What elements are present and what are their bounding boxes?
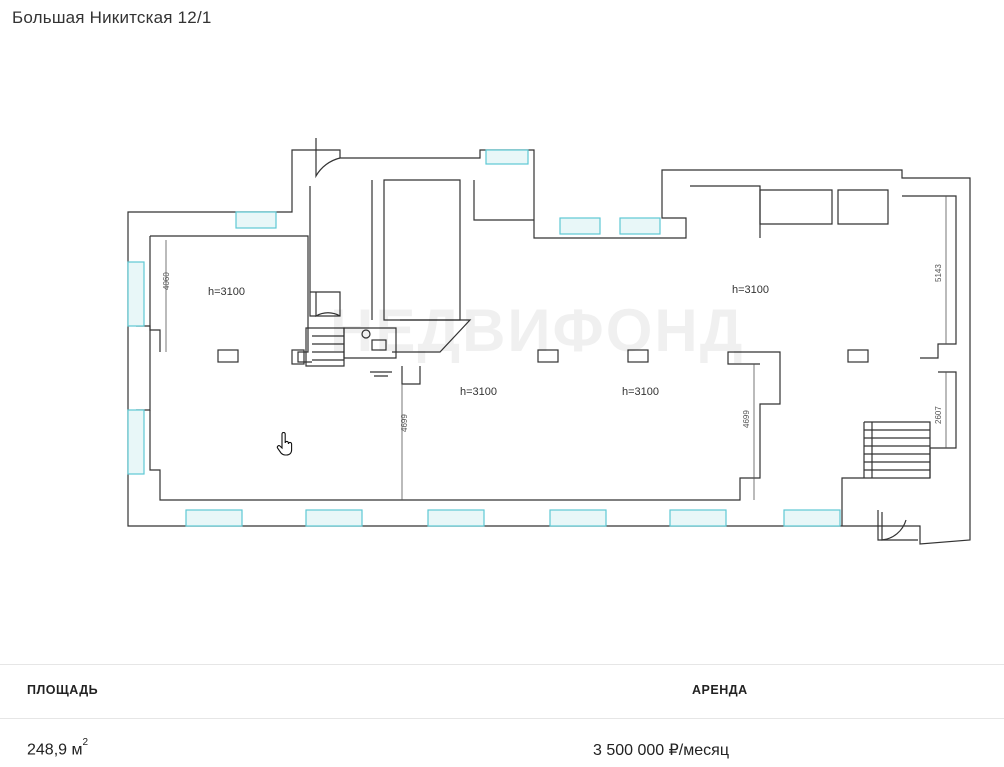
window — [235, 211, 277, 229]
window — [619, 217, 661, 235]
door — [315, 138, 341, 179]
window — [559, 217, 601, 235]
inner-wall — [136, 325, 151, 411]
area-unit-superscript: 2 — [82, 737, 89, 748]
inner-wall — [864, 421, 931, 478]
inner-wall — [877, 510, 918, 541]
sign-icon — [370, 371, 392, 377]
inner-wall — [759, 189, 833, 225]
ceiling-height-label: h=3100 — [622, 386, 660, 398]
sink-icon — [371, 339, 387, 351]
window — [427, 509, 485, 527]
listing-address: Большая Никитская 12/1 — [12, 8, 212, 27]
column — [217, 349, 239, 363]
table-divider — [0, 664, 1004, 665]
rent-value: 3 500 000 ₽/месяц — [593, 742, 729, 759]
inner-wall — [841, 371, 957, 526]
column — [847, 349, 869, 363]
column — [537, 349, 559, 363]
inner-wall — [837, 189, 889, 225]
hand-pointer-icon — [276, 432, 293, 456]
door — [315, 292, 341, 318]
dimension-label: 4699 — [742, 410, 751, 428]
door — [881, 512, 907, 541]
window — [669, 509, 727, 527]
window — [127, 409, 145, 475]
column — [291, 349, 305, 365]
inner-wall — [305, 327, 345, 367]
window — [305, 509, 363, 527]
watermark: НЕДВИФОНД — [330, 297, 745, 364]
window — [127, 261, 145, 327]
inner-wall — [902, 195, 957, 359]
dimension-label: 5143 — [934, 264, 943, 282]
area-value: 248,9 м2 — [27, 737, 89, 759]
floor-plan — [127, 138, 971, 545]
dimension-label: 4060 — [162, 272, 171, 290]
dimension-label: 4699 — [400, 414, 409, 432]
window — [549, 509, 607, 527]
stairs — [863, 422, 930, 478]
dimension-label: 2607 — [934, 406, 943, 424]
inner-wall — [473, 180, 534, 221]
outer-wall — [127, 149, 971, 545]
window — [485, 149, 529, 165]
area-number: 248,9 м — [27, 741, 83, 759]
inner-wall — [690, 185, 761, 238]
rent-header: АРЕНДА — [692, 683, 748, 697]
window — [185, 509, 243, 527]
inner-wall — [150, 235, 312, 363]
inner-wall — [392, 319, 472, 353]
inner-wall — [401, 366, 421, 385]
inner-wall — [149, 351, 781, 501]
window — [783, 509, 841, 527]
inner-wall — [149, 236, 161, 352]
stairs — [312, 335, 344, 361]
area-header: ПЛОЩАДЬ — [27, 683, 99, 697]
toilet-icon — [361, 329, 371, 339]
ceiling-height-label: h=3100 — [460, 386, 498, 398]
ceiling-height-label: h=3100 — [208, 286, 246, 298]
column — [627, 349, 649, 363]
ceiling-height-label: h=3100 — [732, 284, 770, 296]
table-divider — [0, 718, 1004, 719]
